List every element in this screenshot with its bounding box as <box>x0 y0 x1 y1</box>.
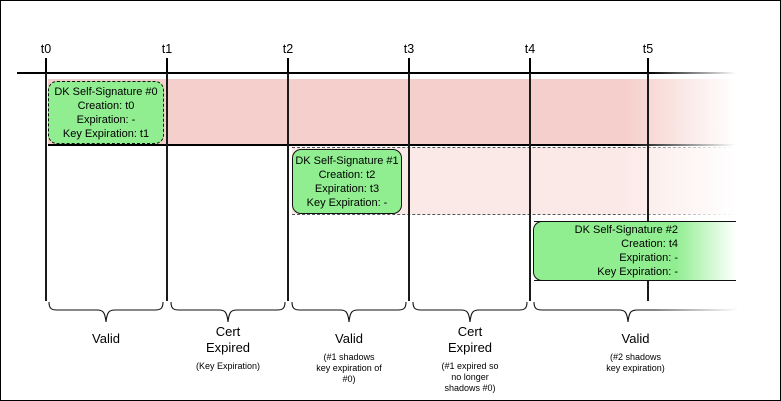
caption-title-line2-t1-t2: Expired <box>205 340 251 355</box>
caption-title-line1-t3-t4: Cert <box>457 324 483 339</box>
caption-note-line1-t2-t3: (#1 shadows <box>323 352 375 362</box>
tick-label-t4: t4 <box>524 42 536 56</box>
guide-line-t2 <box>287 73 289 301</box>
signature-2-title: DK Self-Signature #2 <box>574 224 678 236</box>
tick-mark-t5 <box>647 58 649 86</box>
signature-box-0: DK Self-Signature #0 Creation: t0 Expira… <box>48 81 164 144</box>
caption-title-t2-t3: Valid <box>335 331 363 346</box>
caption-note-line2-t4-end: key expiration) <box>606 363 665 373</box>
signature-box-1: DK Self-Signature #1 Creation: t2 Expira… <box>292 149 402 214</box>
caption-period-t2-t3: Valid (#1 shadows key expiration of #0) <box>291 331 407 385</box>
guide-line-t5 <box>647 73 649 301</box>
signature-1-creation: Creation: t2 <box>318 168 376 181</box>
signature-1-key-expiration: Key Expiration: - <box>306 196 388 209</box>
brace-period-t1-t2 <box>170 301 286 323</box>
tick-mark-t1 <box>166 58 168 86</box>
signature-1-title: DK Self-Signature #1 <box>295 154 399 167</box>
signature-0-key-expiration: Key Expiration: t1 <box>62 127 150 140</box>
brace-period-t3-t4 <box>412 301 528 323</box>
tick-mark-t4 <box>529 58 531 86</box>
signature-0-title: DK Self-Signature #0 <box>54 85 158 98</box>
guide-line-t3 <box>408 73 410 301</box>
caption-title-t4-end: Valid <box>621 331 650 346</box>
caption-note-line2-t2-t3: key expiration of <box>316 363 382 373</box>
signature-0-creation: Creation: t0 <box>77 99 135 112</box>
caption-title-line2-t3-t4: Expired <box>447 340 493 355</box>
signature-0-expiration: Expiration: - <box>76 113 136 126</box>
signature-box-2: DK Self-Signature #2 Creation: t4 Expira… <box>533 220 736 282</box>
tick-mark-t3 <box>408 58 410 86</box>
guide-line-t1 <box>166 73 168 301</box>
signature-1-expiration: Expiration: t3 <box>314 182 380 195</box>
signature-2-expiration: Expiration: - <box>619 252 678 264</box>
tick-label-t3: t3 <box>403 42 415 56</box>
brace-period-t0-t1 <box>48 301 164 323</box>
tick-label-t0: t0 <box>40 42 52 56</box>
caption-period-t3-t4: Cert Expired (#1 expired so no longer sh… <box>412 324 528 394</box>
caption-period-t0-t1: Valid <box>48 331 164 347</box>
tick-label-t2: t2 <box>282 42 294 56</box>
guide-line-t0 <box>45 73 47 301</box>
caption-note-line1-t3-t4: (#1 expired so <box>441 361 499 371</box>
caption-period-t1-t2: Cert Expired (Key Expiration) <box>170 324 286 372</box>
caption-period-t4-end: Valid (#2 shadows key expiration) <box>533 331 738 374</box>
caption-note-t1-t2: (Key Expiration) <box>195 361 261 371</box>
tick-mark-t2 <box>287 58 289 86</box>
validity-band-signature-1-top-edge <box>292 147 736 148</box>
caption-title-line1-t1-t2: Cert <box>215 324 241 339</box>
tick-label-t1: t1 <box>161 42 173 56</box>
tick-mark-t0 <box>45 58 47 86</box>
signature-2-creation: Creation: t4 <box>621 238 678 250</box>
signature-2-key-expiration: Key Expiration: - <box>597 266 678 278</box>
caption-note-line2-t3-t4: no longer <box>451 372 489 382</box>
caption-title-t0-t1: Valid <box>92 331 120 346</box>
guide-line-t4 <box>529 73 531 301</box>
timeline-axis <box>17 72 736 74</box>
tick-label-t5: t5 <box>642 42 654 56</box>
brace-period-t4-end <box>533 301 738 323</box>
caption-note-line1-t4-end: (#2 shadows <box>609 352 662 362</box>
caption-note-line3-t2-t3: #0) <box>342 374 356 384</box>
caption-note-line3-t3-t4: shadows #0) <box>444 383 496 393</box>
brace-period-t2-t3 <box>291 301 407 323</box>
validity-band-signature-1-bottom-edge <box>292 214 736 215</box>
